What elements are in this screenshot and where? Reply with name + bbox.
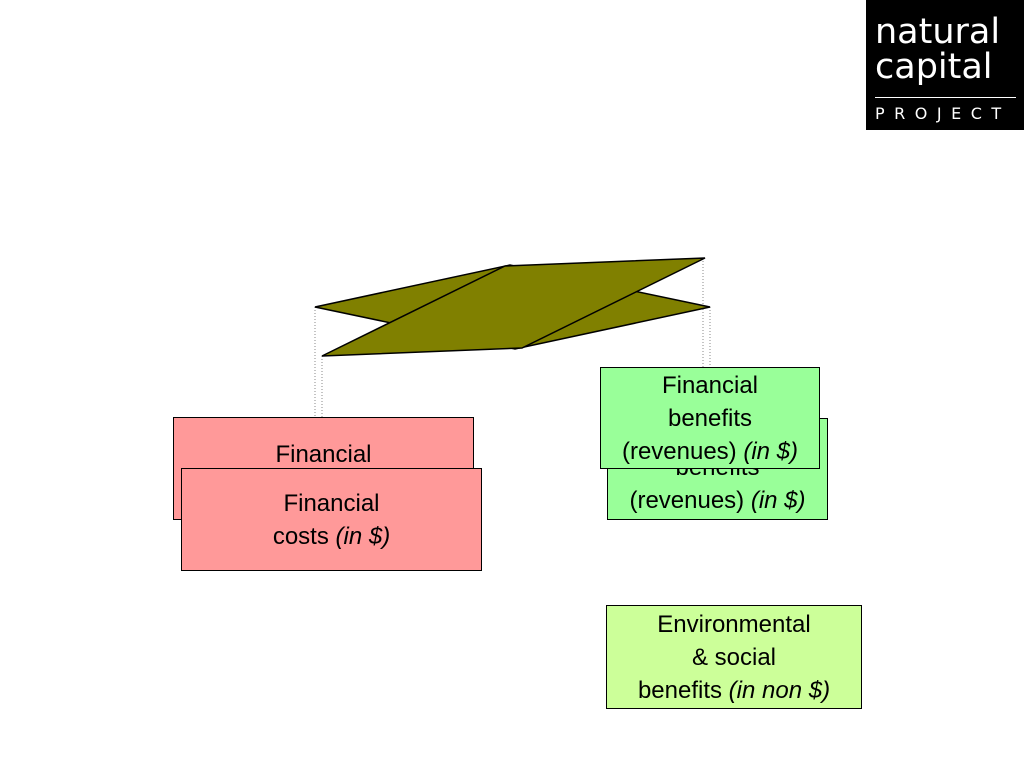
- costs-line2-unit: (in $): [335, 522, 391, 550]
- benefits-back-line3: (revenues) (in $): [629, 484, 805, 517]
- benefits-back-line3-unit: (in $): [750, 487, 806, 514]
- costs-line2-text: costs: [272, 522, 336, 550]
- benefits-back-line3-text: (revenues): [629, 487, 751, 514]
- scale-beam-tilted: [321, 257, 706, 357]
- env-line3: benefits (in non $): [638, 674, 830, 707]
- costs-line1: Financial: [283, 489, 380, 517]
- benefits-line3-text: (revenues): [621, 437, 744, 465]
- financial-benefits-box: Financial benefits (revenues) (in $): [600, 367, 820, 469]
- environmental-social-benefits-box: Environmental & social benefits (in non …: [606, 605, 862, 709]
- benefits-line1: Financial: [661, 371, 759, 399]
- financial-costs-box: Financial costs (in $): [181, 468, 482, 571]
- env-line3-text: benefits: [637, 676, 729, 704]
- env-line3-unit: (in non $): [728, 676, 831, 704]
- costs-back-line1: Financial: [275, 441, 372, 468]
- costs-line2: costs (in $): [273, 520, 390, 553]
- logo-line-project: PROJECT: [875, 104, 1011, 123]
- env-line1: Environmental: [657, 610, 811, 638]
- natural-capital-project-logo: natural capital PROJECT: [866, 0, 1024, 130]
- benefits-line2: benefits: [667, 404, 753, 432]
- benefits-line3-unit: (in $): [743, 437, 799, 465]
- logo-line-natural: natural: [875, 12, 1001, 52]
- benefits-line3: (revenues) (in $): [622, 435, 798, 468]
- logo-divider: [875, 97, 1016, 98]
- logo-line-capital: capital: [875, 47, 993, 87]
- env-line2: & social: [691, 643, 777, 671]
